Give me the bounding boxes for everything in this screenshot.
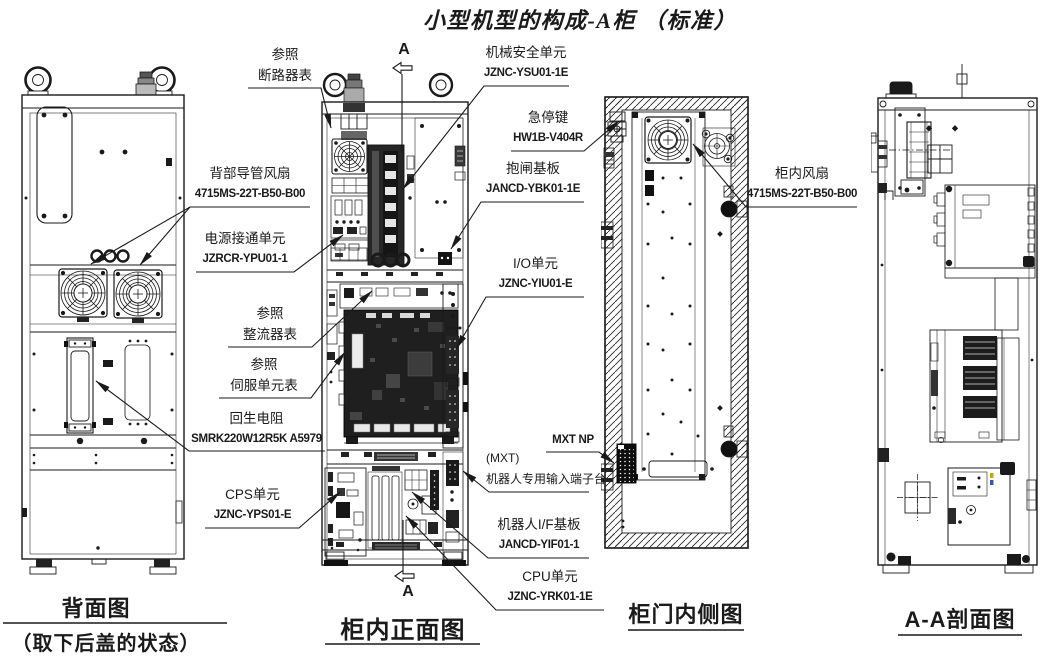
callout-rear-duct-fan: 背部导管风扇 4715MS-22T-B50-B00 (187, 163, 313, 205)
component-name: 回生电阻 (229, 411, 284, 426)
side-plate (996, 337, 1020, 441)
servo-unit-side (933, 184, 1036, 269)
component-name: 抱闸基板 (506, 161, 560, 176)
clip-mark (884, 190, 894, 200)
component-name: 机器人专用输入端子台 (486, 472, 607, 486)
component-name: I/O单元 (512, 256, 558, 271)
part-number: JANCD-YBK01-1E (485, 183, 581, 195)
callout-io-unit: I/O单元 JZNC-YIU01-E (483, 253, 588, 295)
callout-machine-safety-unit: 机械安全单元 JZNC-YSU01-1E (476, 42, 576, 84)
component-name: 参照 (256, 306, 284, 321)
door-inner-panel (631, 111, 706, 481)
component-name: MXT NP (552, 434, 594, 446)
eyebolt-left-icon (322, 72, 348, 98)
eyebolt-left-icon (24, 66, 52, 97)
component-name: (MXT) (486, 451, 520, 465)
component-name: CPU单元 (522, 569, 578, 584)
callout-regen-resistor: 回生电阻 SMRK220W12R5K A5979 (186, 408, 327, 450)
cross-member-upper (927, 144, 953, 174)
component-name: 整流器表 (243, 327, 297, 342)
rear-fan-left-icon (58, 268, 108, 318)
caption-section-view: A-A剖面图 (904, 607, 1016, 632)
section-marker-top: A (398, 41, 410, 58)
caption-rear-view: 背面图 (61, 596, 131, 621)
part-number: JZNC-YRK01-1E (507, 591, 593, 603)
servo-unit-board (338, 309, 459, 438)
callout-cabinet-fan: 柜内风扇 4715MS-22T-B50-B00 (743, 163, 861, 205)
component-name: 电源接通单元 (204, 231, 286, 246)
part-number: SMRK220W12R5K A5979 (191, 433, 322, 445)
door-view-drawing (601, 96, 749, 549)
door-hinge-lower (601, 463, 614, 491)
gland-holes (370, 252, 411, 268)
door-latch-lower (720, 425, 748, 458)
front-view-drawing (321, 72, 469, 566)
rear-fan-right-icon (113, 269, 163, 319)
wall-teeth (1027, 187, 1035, 267)
caption-front-view: 柜内正面图 (340, 617, 466, 644)
machine-safety-board (367, 144, 405, 266)
brake-board-connector (438, 252, 452, 265)
cross-member-lower (897, 474, 938, 521)
diagram-title: 小型机型的构成-A柜 （标准） (422, 8, 737, 33)
component-name: 背部导管风扇 (209, 166, 291, 181)
wall-connector-side (871, 132, 888, 173)
rear-feet (29, 558, 177, 575)
cpu-unit-side (929, 329, 1003, 443)
callout-brake-board: 抱闸基板 JANCD-YBK01-1E (478, 158, 588, 200)
section-arrow-bottom (394, 569, 415, 583)
regen-resistor-slot (64, 337, 96, 434)
caption-rear-view-note: （取下后盖的状态） (11, 633, 201, 655)
door-screws (621, 176, 723, 529)
callout-mxt-terminal: (MXT) 机器人专用输入端子台 (486, 448, 607, 490)
cps-unit-side (947, 467, 1011, 546)
callout-ref-breaker: 参照 断路器表 (245, 44, 325, 86)
component-name: 参照 (271, 47, 299, 62)
component-name: 断路器表 (258, 68, 312, 83)
caption-door-view: 柜门内侧图 (628, 602, 744, 627)
top-connector-icon (343, 73, 365, 103)
callout-mxt-np: MXT NP (543, 430, 603, 451)
door-slot (648, 460, 708, 478)
eyebolt-right-icon (428, 72, 454, 98)
component-name: CPS单元 (225, 487, 280, 502)
part-number: JZNC-YSU01-1E (483, 67, 569, 79)
callout-ref-servo: 参照 伺服单元表 (216, 354, 312, 396)
section-marker-bottom: A (402, 583, 414, 600)
fan-duct-side (889, 107, 951, 197)
front-fan-icon (331, 138, 368, 175)
mxt-terminal-block (616, 443, 637, 484)
rear-view-drawing (21, 66, 185, 575)
part-number: 4715MS-22T-B50-B00 (746, 188, 858, 200)
cable-gland-icon (135, 71, 157, 97)
component-name: 参照 (250, 357, 278, 372)
part-number: 4715MS-22T-B50-B00 (194, 188, 306, 200)
door-hinge-upper (601, 221, 614, 249)
component-name: 急停键 (527, 110, 569, 125)
callout-estop-key: 急停键 HW1B-V404R (508, 107, 588, 149)
part-number: JZRCR-YPU01-1 (202, 253, 288, 265)
rear-vent-slot (36, 106, 73, 224)
part-number: JZNC-YPS01-E (213, 509, 292, 521)
callout-power-on-unit: 电源接通单元 JZRCR-YPU01-1 (183, 228, 307, 270)
leader-io-unit (455, 296, 584, 350)
section-view-drawing (871, 64, 1038, 574)
section-feet (882, 552, 1034, 574)
callout-ref-rectifier: 参照 整流器表 (225, 303, 315, 345)
callout-cpu-unit: CPU单元 JZNC-YRK01-1E (493, 566, 607, 608)
part-number: HW1B-V404R (513, 132, 583, 144)
component-name: 机械安全单元 (485, 45, 567, 60)
door-fan-icon (644, 116, 692, 164)
component-name: 机器人I/F基板 (497, 517, 581, 532)
component-name: 伺服单元表 (230, 378, 298, 393)
contactor-block (330, 195, 370, 239)
breaker-icon (340, 103, 368, 140)
part-number: JZNC-YIU01-E (498, 278, 573, 290)
part-number: JANCD-YIF01-1 (498, 539, 580, 551)
component-name: 柜内风扇 (775, 166, 829, 181)
callout-cps-unit: CPS单元 JZNC-YPS01-E (203, 484, 302, 526)
callout-robot-if-board: 机器人I/F基板 JANCD-YIF01-1 (485, 514, 593, 556)
